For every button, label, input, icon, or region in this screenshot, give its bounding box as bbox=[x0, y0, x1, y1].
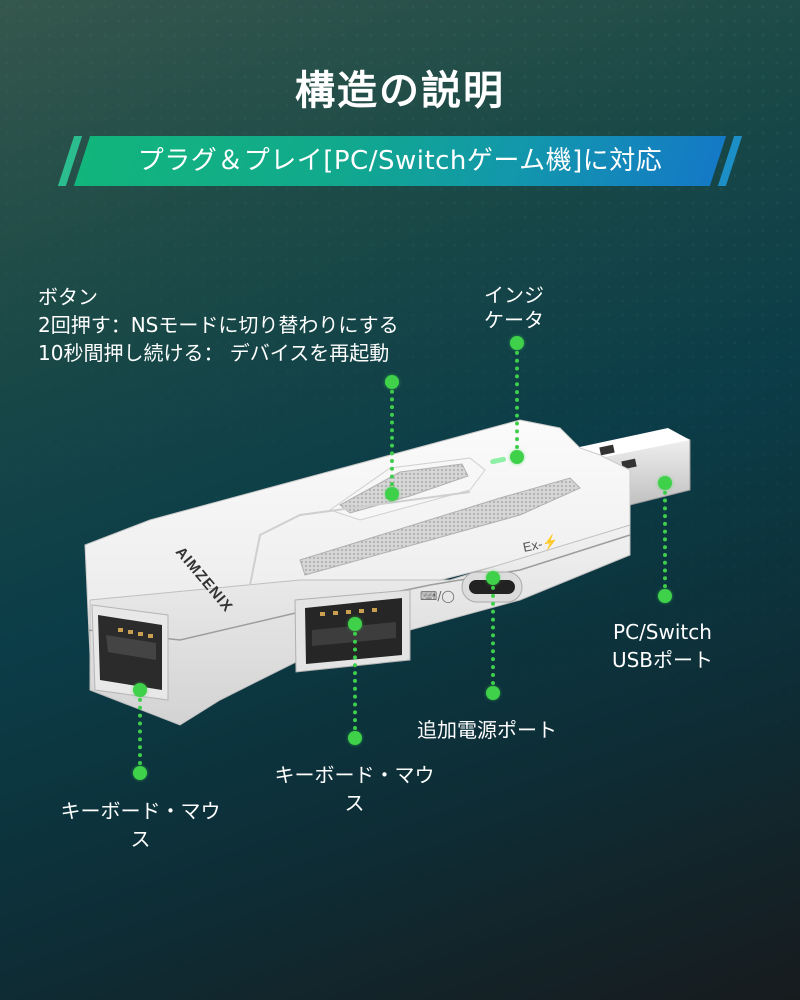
dot-button-top bbox=[385, 375, 399, 389]
callout-kb-mouse-left: キーボード・マウ ス bbox=[48, 797, 233, 853]
dot-kb-center-top bbox=[348, 617, 362, 631]
dot-kb-center-bottom bbox=[348, 731, 362, 745]
leader-button bbox=[390, 382, 394, 494]
banner-text: プラグ＆プレイ[PC/Switchゲーム機]に対応 bbox=[137, 146, 663, 176]
callout-button: ボタン 2回押す：NSモードに切り替わりにする 10秒間押し続ける： デバイスを… bbox=[38, 283, 399, 367]
callout-power-port-line1: 追加電源ポート bbox=[417, 718, 557, 742]
callout-kb-left-line1: キーボード・マウ bbox=[60, 799, 221, 823]
callout-button-line1: 2回押す：NSモードに切り替わりにする bbox=[38, 313, 399, 337]
callout-button-title: ボタン bbox=[38, 285, 98, 309]
callout-kb-center-line2: ス bbox=[344, 791, 365, 815]
callout-indicator: インジ ケータ bbox=[484, 283, 544, 333]
leader-kb-left bbox=[138, 690, 142, 773]
dot-kb-left-bottom bbox=[133, 766, 147, 780]
dot-kb-left-top bbox=[133, 683, 147, 697]
vent-mesh bbox=[299, 477, 581, 576]
callout-button-line2: 10秒間押し続ける： デバイスを再起動 bbox=[38, 341, 390, 365]
dot-power-port-bottom bbox=[486, 686, 500, 700]
button-mesh bbox=[339, 463, 469, 514]
dot-indicator-bottom bbox=[510, 450, 524, 464]
callout-indicator-line2: ケータ bbox=[484, 308, 544, 332]
callout-kb-center-line1: キーボード・マウ bbox=[274, 763, 435, 787]
indicator-led bbox=[490, 456, 506, 465]
leader-indicator bbox=[515, 343, 519, 457]
leader-kb-center bbox=[353, 624, 357, 738]
leader-pc-port bbox=[663, 483, 667, 596]
compatibility-banner: プラグ＆プレイ[PC/Switchゲーム機]に対応 bbox=[57, 136, 743, 186]
leader-power-port bbox=[491, 578, 495, 693]
callout-kb-left-line2: ス bbox=[130, 827, 151, 851]
page-title: 構造の説明 bbox=[295, 68, 505, 114]
dot-button-bottom bbox=[385, 487, 399, 501]
kb-mouse-mark: ⌨/◯ bbox=[420, 589, 455, 603]
callout-power-port: 追加電源ポート bbox=[417, 716, 557, 744]
dot-indicator-top bbox=[510, 336, 524, 350]
dot-pc-port-top bbox=[658, 476, 672, 490]
callout-indicator-line1: インジ bbox=[484, 283, 544, 307]
usb-a-port-left bbox=[91, 604, 169, 701]
callout-pc-port-line2: USBポート bbox=[611, 648, 714, 672]
dot-pc-port-bottom bbox=[658, 589, 672, 603]
callout-pc-port-line1: PC/Switch bbox=[613, 620, 712, 644]
callout-kb-mouse-center: キーボード・マウ ス bbox=[262, 761, 447, 817]
callout-pc-port: PC/Switch USBポート bbox=[600, 618, 725, 674]
dot-power-port-top bbox=[486, 571, 500, 585]
